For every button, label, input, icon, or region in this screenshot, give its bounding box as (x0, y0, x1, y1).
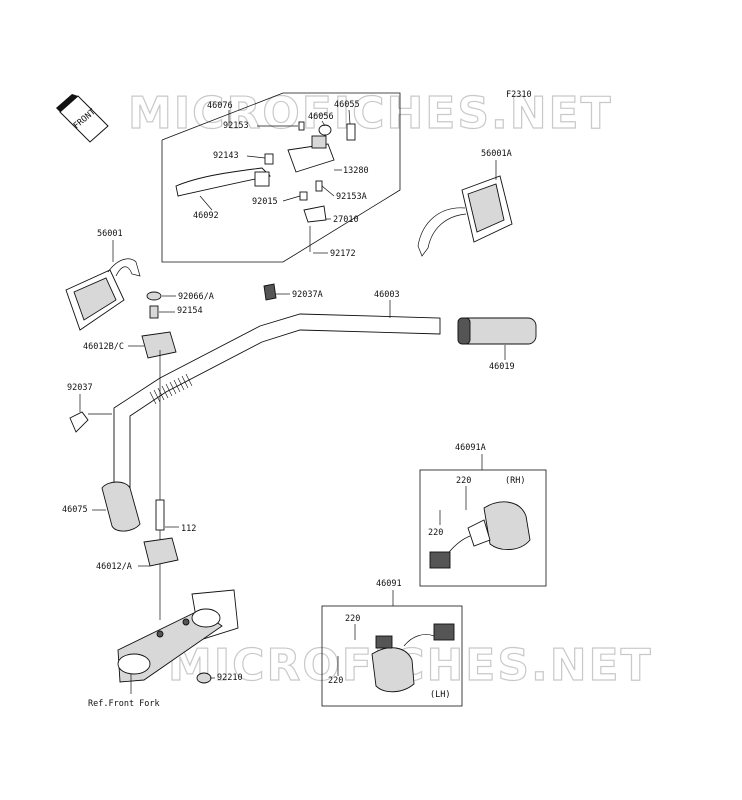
label-92015: 92015 (252, 197, 278, 207)
label-220-c: 220 (345, 614, 360, 624)
label-46055: 46055 (334, 100, 360, 110)
label-220-b: 220 (428, 528, 443, 538)
label-92154: 92154 (177, 306, 203, 316)
label-92037a: 92037A (292, 290, 323, 300)
switch-27010 (303, 205, 327, 223)
label-46075: 46075 (62, 505, 88, 515)
clip-92037a (263, 283, 277, 301)
switch-housing-lh (371, 623, 455, 693)
label-rh: (RH) (505, 476, 525, 486)
label-ref-front-fork: Ref.Front Fork (88, 699, 160, 709)
label-46091a: 46091A (455, 443, 486, 453)
label-46012a: 46012/A (96, 562, 132, 572)
grip-right (457, 317, 537, 345)
diagram-code: F2310 (506, 90, 532, 100)
clamp-lower (143, 537, 179, 567)
brake-lever (175, 167, 271, 197)
steering-stem-bracket (117, 589, 239, 683)
label-46091: 46091 (376, 579, 402, 589)
label-56001a: 56001A (481, 149, 512, 159)
lever-pivot (254, 171, 270, 187)
label-46003: 46003 (374, 290, 400, 300)
label-13280: 13280 (343, 166, 369, 176)
label-92210: 92210 (217, 673, 243, 683)
switch-housing-rh (429, 501, 531, 569)
label-112: 112 (181, 524, 196, 534)
nut-92015 (299, 191, 308, 201)
label-92172: 92172 (330, 249, 356, 259)
master-cylinder-group (161, 92, 401, 263)
label-92153: 92153 (223, 121, 249, 131)
switch-rh-box (419, 469, 547, 587)
label-46012bc: 46012B/C (83, 342, 124, 352)
label-220-a: 220 (456, 476, 471, 486)
label-220-d: 220 (328, 676, 343, 686)
label-92066a: 92066/A (178, 292, 214, 302)
label-56001: 56001 (97, 229, 123, 239)
clip-92037 (69, 411, 89, 433)
mirror-right (417, 175, 513, 257)
watermark-top: MICROFICHES.NET (128, 88, 613, 139)
bolt-112 (155, 499, 165, 531)
reservoir-cap (311, 135, 327, 149)
label-46092: 46092 (193, 211, 219, 221)
label-lh: (LH) (430, 690, 450, 700)
switch-lh-box (321, 605, 463, 707)
bolt-92154 (149, 305, 159, 319)
bleed-bolt (346, 123, 356, 141)
label-46076: 46076 (207, 101, 233, 111)
label-92037: 92037 (67, 383, 93, 393)
screw-92153a (315, 180, 323, 192)
master-cylinder-body (287, 143, 335, 173)
label-46019: 46019 (489, 362, 515, 372)
washer-92066 (146, 291, 162, 301)
label-27010: 27010 (333, 215, 359, 225)
front-arrow-icon: FRONT (56, 94, 109, 143)
nut-92210 (196, 672, 212, 684)
label-46056: 46056 (308, 112, 334, 122)
label-92143: 92143 (213, 151, 239, 161)
bushing (264, 153, 274, 165)
grip-left (101, 481, 141, 532)
screw-small (298, 121, 305, 131)
label-92153a: 92153A (336, 192, 367, 202)
clamp-upper (141, 331, 177, 359)
mirror-left (65, 258, 141, 331)
washer-46056 (318, 124, 332, 136)
